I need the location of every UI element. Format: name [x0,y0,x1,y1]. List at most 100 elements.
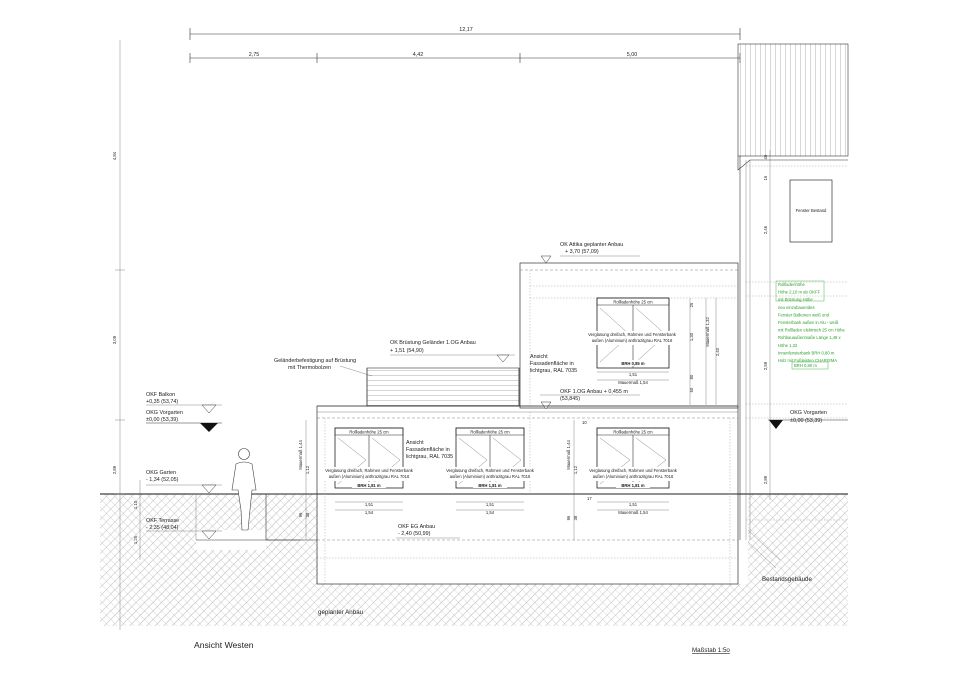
right-level-marker: OKG Vorgarten ±0,00 (53,39) [768,410,848,429]
dim-v3: 2,89 [112,465,117,474]
existing-building: Fenster Bestand 46 16 2,46 2,59 2,89 Bes… [737,43,849,583]
dim-total: 12,17 [459,27,473,33]
svg-text:1,51: 1,51 [629,372,638,377]
level-okf-eg: OKF EG Anbau [398,524,435,530]
svg-text:Rollladenhöhe 25 cm: Rollladenhöhe 25 cm [613,430,653,435]
svg-text:- 2,35 (48,04): - 2,35 (48,04) [146,525,179,531]
fassade-upper-l1: Ansicht [530,354,548,360]
green-note-line: BRH 0,80 m [794,363,817,368]
svg-text:1,51: 1,51 [629,502,638,507]
svg-text:46: 46 [763,154,768,159]
svg-text:BRH 1,81 m: BRH 1,81 m [478,483,502,488]
fassade-lower-l1: Ansicht [406,440,424,446]
dim-v2: 3,09 [112,335,117,344]
svg-text:±0,00 (53,39): ±0,00 (53,39) [146,417,178,423]
svg-text:1,54: 1,54 [365,510,374,515]
svg-text:2,59: 2,59 [763,361,768,370]
svg-text:96: 96 [566,515,571,520]
svg-text:BRH 1,81 m: BRH 1,81 m [621,483,645,488]
level-okf-1og: OKF 1.OG Anbau + 0,455 m [560,389,628,395]
svg-text:17: 17 [587,496,592,501]
svg-text:+ 1,51 (54,90): + 1,51 (54,90) [390,348,424,354]
svg-text:Mauermaß 1,54: Mauermaß 1,54 [618,380,648,385]
svg-text:Fassadenfläche in: Fassadenfläche in [530,361,574,367]
svg-text:Mauermaß 1,44: Mauermaß 1,44 [566,440,571,470]
left-dimensions: 4,84 3,09 2,89 1,10 1,25 [112,40,141,630]
svg-text:außen (Aluminium) anthrazitgra: außen (Aluminium) anthrazitgrau RAL 7016 [592,338,673,343]
svg-text:1,30: 1,30 [689,332,694,341]
level-okg-vorgarten-right: OKG Vorgarten [790,410,827,416]
green-note-line: Fensterbank außen in Alu - weiß [778,320,839,325]
svg-text:- 2,40 (50,99): - 2,40 (50,99) [398,531,431,537]
fenster-bestand-label: Fenster Bestand [796,208,827,213]
level-okg-garten: OKG Garten [146,470,176,476]
svg-text:2,46: 2,46 [763,225,768,234]
svg-text:Mauermaß 1,44: Mauermaß 1,44 [298,440,303,470]
dim-d2: 4,42 [413,52,424,58]
level-ok-bruestung: OK Brüstung Geländer 1.OG Anbau [390,340,476,346]
dim-v4: 1,10 [133,500,138,509]
green-note-line: Höhe 2,10 m ab OKFF [778,290,821,295]
ground-hatch [100,493,848,626]
green-note-line: mit Brüstung Höhe [778,297,813,302]
svg-text:Mauermaß 1,54: Mauermaß 1,54 [618,510,648,515]
svg-text:Mauermaß 1,32: Mauermaß 1,32 [705,317,710,347]
svg-text:25: 25 [689,302,694,307]
level-okf-balkon: OKF Balkon [146,392,175,398]
level-ok-attika: OK Attika geplanter Anbau [560,242,623,248]
svg-text:Verglasung dreifach, Rahmen un: Verglasung dreifach, Rahmen und Fensterb… [446,468,535,473]
green-note-line: Fenster Balkonen weiß und [778,312,830,317]
svg-text:Verglasung dreifach, Rahmen un: Verglasung dreifach, Rahmen und Fensterb… [588,332,677,337]
green-note-line: neu einzubauendes [778,305,815,310]
svg-text:außen (Aluminium) anthrazitgra: außen (Aluminium) anthrazitgrau RAL 7016 [450,474,531,479]
svg-text:80: 80 [689,374,694,379]
green-note-line: mit Rollladen elektrisch 25 cm Höhe [778,328,845,333]
svg-text:2,40: 2,40 [715,347,720,356]
human-figure-icon [231,448,257,531]
svg-text:38: 38 [305,512,310,517]
drawing-title: Ansicht Westen [194,640,254,650]
green-note-line: Rollladenhöhe [778,282,805,287]
svg-text:außen (Aluminium) anthrazitgra: außen (Aluminium) anthrazitgrau RAL 7016 [329,474,410,479]
svg-text:1,54: 1,54 [486,510,495,515]
upper-volume: OK Attika geplanter Anbau + 3,70 (57,09)… [519,242,739,409]
upper-window-roll: Rollladenhöhe 25 cm [613,300,653,305]
svg-text:Verglasung dreifach, Rahmen un: Verglasung dreifach, Rahmen und Fensterb… [325,468,414,473]
svg-text:±0,00 (53,39): ±0,00 (53,39) [790,418,822,424]
svg-text:38: 38 [573,515,578,520]
green-note-line: Holz mit Fußleisten CHARISMA [778,358,837,363]
dim-v5: 1,25 [133,535,138,544]
svg-text:(53,845): (53,845) [560,396,580,402]
svg-text:60: 60 [689,387,694,392]
svg-text:+0,35 (53,74): +0,35 (53,74) [146,399,178,405]
svg-text:- 1,34 (52,05): - 1,34 (52,05) [146,477,179,483]
lower-volume: Rollladenhöhe 25 cm Verglasung dreifach,… [298,405,739,585]
svg-text:außen (Aluminium) anthrazitgra: außen (Aluminium) anthrazitgrau RAL 7016 [593,474,674,479]
level-okf-terrasse: OKF Terrasse [146,518,179,524]
dim-d1: 2,75 [249,52,260,58]
svg-text:BRH 0,85 m: BRH 0,85 m [621,361,645,366]
svg-text:1,51: 1,51 [486,502,495,507]
left-level-markers: OKF Balkon +0,35 (53,74) OKG Vorgarten ±… [146,392,317,541]
svg-text:16: 16 [763,175,768,180]
svg-text:1,12: 1,12 [305,465,310,474]
geplanter-anbau-label: geplanter Anbau [318,609,364,616]
green-note-line: Rohbauaußenmaße Länge 1,48 x [778,335,842,340]
svg-text:1,12: 1,12 [573,465,578,474]
svg-text:1,51: 1,51 [365,502,374,507]
svg-text:lichtgrau, RAL 7035: lichtgrau, RAL 7035 [530,368,577,374]
svg-text:Fassadenfläche in: Fassadenfläche in [406,447,450,453]
svg-text:mit Thermobolzen: mit Thermobolzen [288,365,331,371]
svg-text:Rollladenhöhe 25 cm: Rollladenhöhe 25 cm [470,430,510,435]
bestandsgebaeude-label: Bestandsgebäude [762,576,812,583]
top-dimensions: 12,17 2,75 4,42 5,00 [189,27,741,63]
green-note-line: Innenfensterbank BRH 0,80 m [778,350,835,355]
green-note-line: Höhe 1,32 [778,343,798,348]
level-okg-vorgarten-left: OKG Vorgarten [146,410,183,416]
svg-text:lichtgrau, RAL 7035: lichtgrau, RAL 7035 [406,454,453,460]
svg-text:Rollladenhöhe 25 cm: Rollladenhöhe 25 cm [349,430,389,435]
dim-d3: 5,00 [627,52,638,58]
dim-v1: 4,84 [112,151,117,160]
